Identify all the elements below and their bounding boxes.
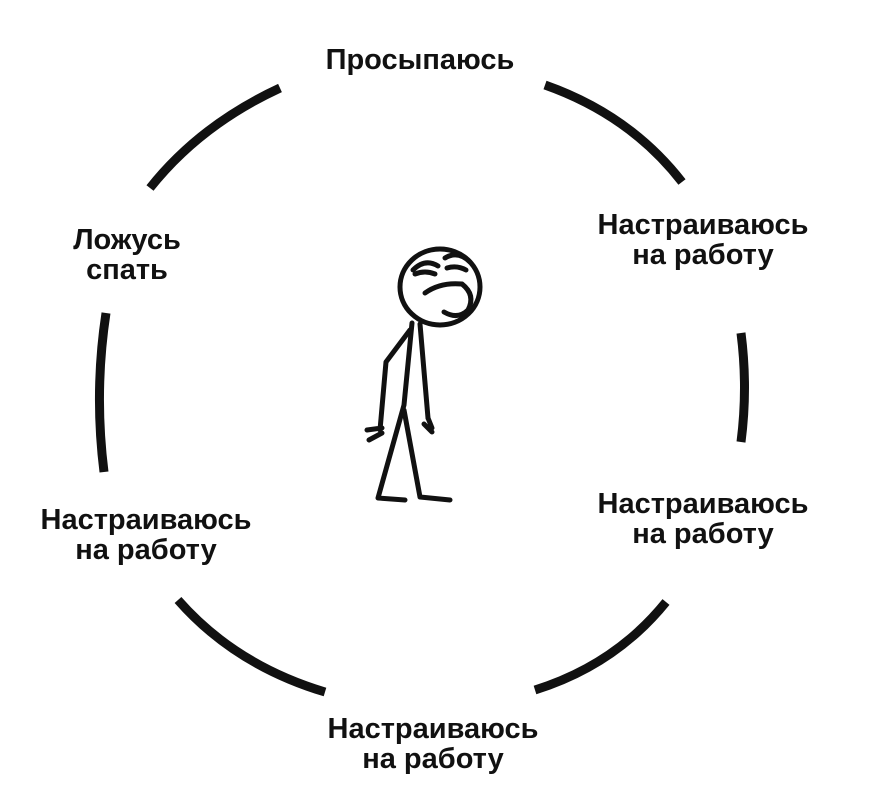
arc-top-right — [543, 80, 686, 185]
label-lower-right: Настраиваюсь на работу — [598, 489, 809, 549]
figure-left-arm — [364, 327, 413, 443]
label-wake-up: Просыпаюсь — [326, 45, 515, 75]
stick-figure — [364, 246, 483, 503]
figure-body-left — [375, 320, 415, 503]
label-line-1: Ложусь — [73, 224, 181, 256]
label-line-1: Настраиваюсь — [597, 209, 809, 241]
label-line-2: на работу — [362, 743, 504, 775]
label-text: Просыпаюсь — [325, 44, 515, 76]
label-go-to-sleep: Ложусь спать — [73, 225, 181, 285]
label-upper-right: Настраиваюсь на работу — [598, 210, 809, 270]
label-lower-left: Настраиваюсь на работу — [41, 505, 252, 565]
label-line-2: на работу — [75, 534, 217, 566]
figure-head — [397, 246, 483, 328]
figure-mouth — [422, 281, 474, 318]
label-line-1: Настраиваюсь — [597, 488, 809, 520]
figure-right-hand — [421, 415, 435, 435]
label-line-2: спать — [86, 254, 168, 286]
label-line-1: Настраиваюсь — [327, 713, 539, 745]
arc-left — [94, 312, 111, 473]
label-line-1: Настраиваюсь — [40, 504, 252, 536]
label-bottom: Настраиваюсь на работу — [328, 714, 539, 774]
arc-right — [736, 332, 749, 443]
arc-top-left — [146, 83, 282, 191]
label-line-2: на работу — [632, 239, 774, 271]
figure-body-right — [401, 321, 453, 503]
arc-bottom-right — [533, 599, 670, 695]
figure-eyebrows — [410, 252, 473, 273]
label-line-2: на работу — [632, 518, 774, 550]
arc-bottom-left — [174, 597, 327, 697]
figure-eyes — [412, 264, 469, 277]
